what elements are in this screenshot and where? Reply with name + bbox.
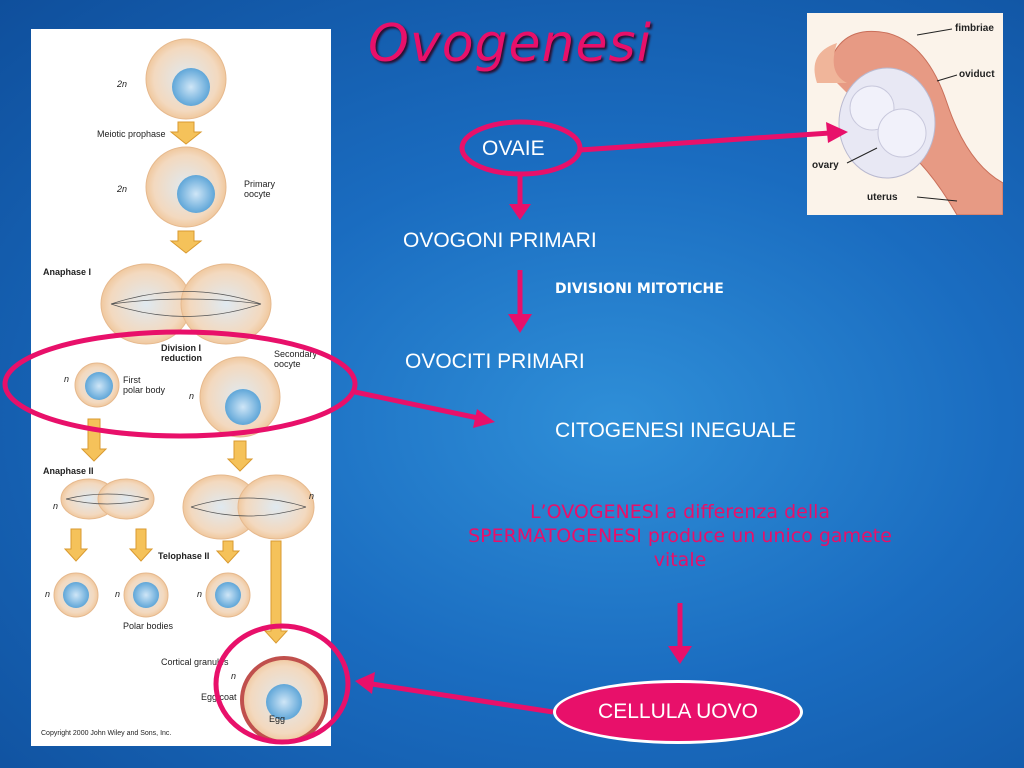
label: Polar bodies bbox=[123, 621, 174, 631]
label: Primary bbox=[244, 179, 275, 189]
label: n bbox=[197, 589, 203, 599]
label: Cortical granules bbox=[161, 657, 229, 667]
arrow-to-ovary bbox=[579, 130, 831, 153]
label: n bbox=[45, 589, 51, 599]
label: n bbox=[53, 501, 59, 511]
citogenesi-ineguale-label: CITOGENESI INEGUALE bbox=[555, 419, 797, 442]
label: 2n bbox=[117, 79, 128, 89]
ovogoni-primari-label: OVOGONI PRIMARI bbox=[403, 229, 597, 252]
note-line: L’OVOGENESI a differenza della bbox=[529, 501, 831, 523]
label-uterus: uterus bbox=[867, 192, 898, 203]
label: polar body bbox=[123, 385, 166, 395]
label: n bbox=[64, 374, 70, 384]
label: Telophase II bbox=[158, 551, 210, 561]
comparison-note: L’OVOGENESI a differenza della SPERMATOG… bbox=[380, 500, 980, 572]
arrow-to-egg bbox=[371, 681, 554, 715]
note-line: vitale bbox=[653, 549, 707, 571]
slide-title: Ovogenesi bbox=[368, 14, 653, 74]
label: 2n bbox=[117, 184, 128, 194]
label: reduction bbox=[161, 353, 203, 363]
label-ovary: ovary bbox=[812, 160, 839, 171]
ovaie-label: OVAIE bbox=[482, 137, 545, 160]
label: oocyte bbox=[244, 189, 271, 199]
label: n bbox=[189, 391, 195, 401]
note-line: SPERMATOGENESI produce un unico gamete bbox=[468, 525, 892, 547]
cellula-uovo-oval: CELLULA UOVO bbox=[553, 680, 803, 744]
ovary-anatomy-image: fimbriae oviduct ovary uterus bbox=[807, 13, 1003, 215]
label: Anaphase II bbox=[43, 466, 94, 476]
label: Meiotic prophase bbox=[97, 129, 166, 139]
label: n bbox=[115, 589, 121, 599]
ovociti-primari-label: OVOCITI PRIMARI bbox=[405, 350, 585, 373]
label: n bbox=[231, 671, 237, 681]
label: Anaphase I bbox=[43, 267, 92, 277]
label: Egg bbox=[269, 714, 286, 724]
arrow-citogenesi bbox=[354, 389, 479, 421]
label: Division I bbox=[161, 343, 202, 353]
label: oocyte bbox=[274, 359, 301, 369]
label-oviduct: oviduct bbox=[959, 69, 995, 80]
label-fimbriae: fimbriae bbox=[955, 23, 994, 34]
cellula-uovo-label: CELLULA UOVO bbox=[598, 700, 758, 723]
copyright: Copyright 2000 John Wiley and Sons, Inc. bbox=[41, 730, 172, 737]
ovary-illustration bbox=[814, 28, 1003, 215]
divisioni-mitotiche-label: DIVISIONI MITOTICHE bbox=[555, 281, 724, 297]
egg-ellipse bbox=[213, 623, 351, 745]
label: First bbox=[123, 375, 141, 385]
label: n bbox=[309, 491, 315, 501]
division-ellipse bbox=[2, 329, 358, 439]
label: Secondary bbox=[274, 349, 318, 359]
oogenesis-illustration bbox=[53, 38, 328, 744]
